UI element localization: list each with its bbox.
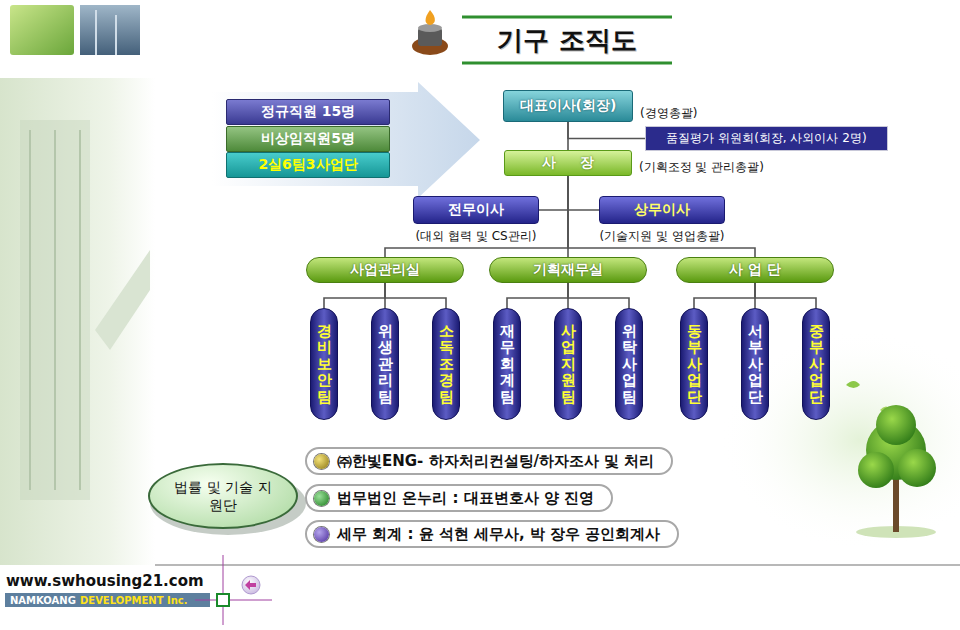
title-rule: [462, 16, 672, 19]
role-note: (기술지원 및 영업총괄): [598, 229, 727, 243]
org-connector: [385, 283, 446, 308]
node-label: 세무 회계 : 윤 석현 세무사, 박 장우 공인회계사: [337, 525, 660, 544]
support-item-pill: ㈜한빛ENG- 하자처리컨설팅/하자조사 및 처리: [305, 447, 673, 475]
corner-photo-line: [95, 10, 97, 55]
node-label: 비상임직원5명: [261, 130, 355, 148]
bg-leaf: [846, 381, 860, 388]
node-label: 중부사업단: [809, 323, 824, 406]
title-icon-top: [418, 24, 442, 32]
footer-rule: [155, 564, 960, 566]
team-column: 재무회계팀: [493, 308, 521, 420]
corner-square: [10, 5, 74, 55]
building-beam: [95, 250, 150, 350]
chairman-box: 대표이사(회장)(경영총괄): [503, 90, 633, 122]
node-label: 정규직원 15명: [261, 103, 355, 121]
building-line: [29, 130, 31, 490]
role-note: (경영총괄): [638, 106, 699, 120]
committee-box: 품질평가 위원회(회장, 사외이사 2명): [645, 126, 888, 151]
crosshair: [195, 600, 272, 601]
team-column: 동부사업단: [680, 308, 708, 420]
side-strip: [0, 78, 155, 565]
company-bar: [5, 593, 210, 607]
corner-photo: [80, 5, 140, 55]
team-column: 위생관리팀: [371, 308, 399, 420]
team-column: 위탁사업팀: [615, 308, 643, 420]
org-connector: [568, 122, 645, 139]
department-pill: 사업관리실: [306, 257, 464, 283]
back-arrow: [245, 580, 256, 590]
tree-crown: [898, 449, 936, 487]
node-label: 재무회계팀: [500, 323, 515, 406]
node-label: 2실6팀3사업단: [258, 156, 357, 174]
node-label: 동부사업단: [687, 323, 702, 406]
back-button: [242, 576, 260, 594]
staff-count-box: 비상임직원5명: [226, 126, 390, 152]
role-note: (기획조정 및 관리총괄): [637, 160, 766, 174]
building-line: [54, 130, 56, 490]
structure-summary-box: 2실6팀3사업단: [226, 152, 390, 178]
node-label: 서부사업단: [748, 323, 763, 406]
bullet-dot: [314, 454, 329, 469]
team-column: 사업지원팀: [554, 308, 582, 420]
org-connector: [539, 176, 568, 210]
org-connector: [568, 176, 755, 257]
company-name: DEVELOPMENT Inc.: [80, 594, 188, 608]
node-label: 전무이사: [448, 201, 504, 219]
team-column: 경비보안팀: [310, 308, 338, 420]
bullet-dot: [314, 491, 329, 506]
president-box: 사 장(기획조정 및 관리총괄): [504, 150, 632, 176]
node-label: 경비보안팀: [317, 323, 332, 406]
support-item-pill: 법무법인 온누리 : 대표변호사 양 진영: [305, 484, 613, 512]
director-box: 전무이사(대외 협력 및 CS관리): [413, 196, 539, 224]
title-rule: [462, 62, 672, 65]
node-label: 법률 및 기술 지원단: [173, 478, 273, 514]
building-line: [79, 130, 81, 490]
node-label: 품질평가 위원회(회장, 사외이사 2명): [666, 130, 866, 147]
staff-count-box: 정규직원 15명: [226, 99, 390, 125]
node-label: 법무법인 온누리 : 대표변호사 양 진영: [337, 489, 594, 508]
department-pill: 사 업 단: [676, 257, 834, 283]
node-label: 위탁사업팀: [622, 323, 637, 406]
node-label: 소독조경팀: [439, 323, 454, 406]
org-connector: [755, 283, 816, 308]
corner-photo-line: [115, 15, 117, 55]
chart-title: 기구 조직도: [462, 22, 672, 58]
tree-crown: [876, 405, 916, 445]
node-label: 대표이사(회장): [520, 97, 617, 115]
node-label: 기획재무실: [533, 261, 603, 279]
tree-crown: [858, 452, 894, 488]
company-name: NAMKOANG: [10, 594, 76, 608]
staff-arrow: [212, 82, 480, 198]
node-label: 위생관리팀: [378, 323, 393, 406]
node-label: 상무이사: [634, 201, 690, 219]
crosshair: [223, 555, 224, 625]
team-column: 중부사업단: [802, 308, 830, 420]
support-group-oval: 법률 및 기술 지원단: [148, 463, 298, 529]
support-item-pill: 세무 회계 : 윤 석현 세무사, 박 장우 공인회계사: [305, 520, 679, 548]
org-connector: [324, 283, 385, 308]
building-shade: [20, 120, 90, 500]
node-label: ㈜한빛ENG- 하자처리컨설팅/하자조사 및 처리: [337, 452, 654, 471]
role-note: (대외 협력 및 CS관리): [414, 229, 539, 243]
department-pill: 기획재무실: [489, 257, 647, 283]
node-label: 사업지원팀: [561, 323, 576, 406]
website-url: www.swhousing21.com: [6, 574, 204, 588]
title-icon-flame: [426, 10, 435, 25]
director-box: 상무이사(기술지원 및 영업총괄): [599, 196, 725, 224]
org-connector: [568, 176, 599, 210]
team-column: 소독조경팀: [432, 308, 460, 420]
team-column: 서부사업단: [741, 308, 769, 420]
node-label: 사 업 단: [729, 261, 781, 279]
org-connector: [385, 176, 568, 257]
org-connector: [694, 283, 755, 308]
org-connector: [568, 283, 629, 308]
node-label: 사 장: [542, 154, 595, 172]
crosshair-square: [217, 594, 229, 606]
node-label: 사업관리실: [350, 261, 420, 279]
org-connector: [507, 283, 568, 308]
bullet-dot: [314, 527, 329, 542]
